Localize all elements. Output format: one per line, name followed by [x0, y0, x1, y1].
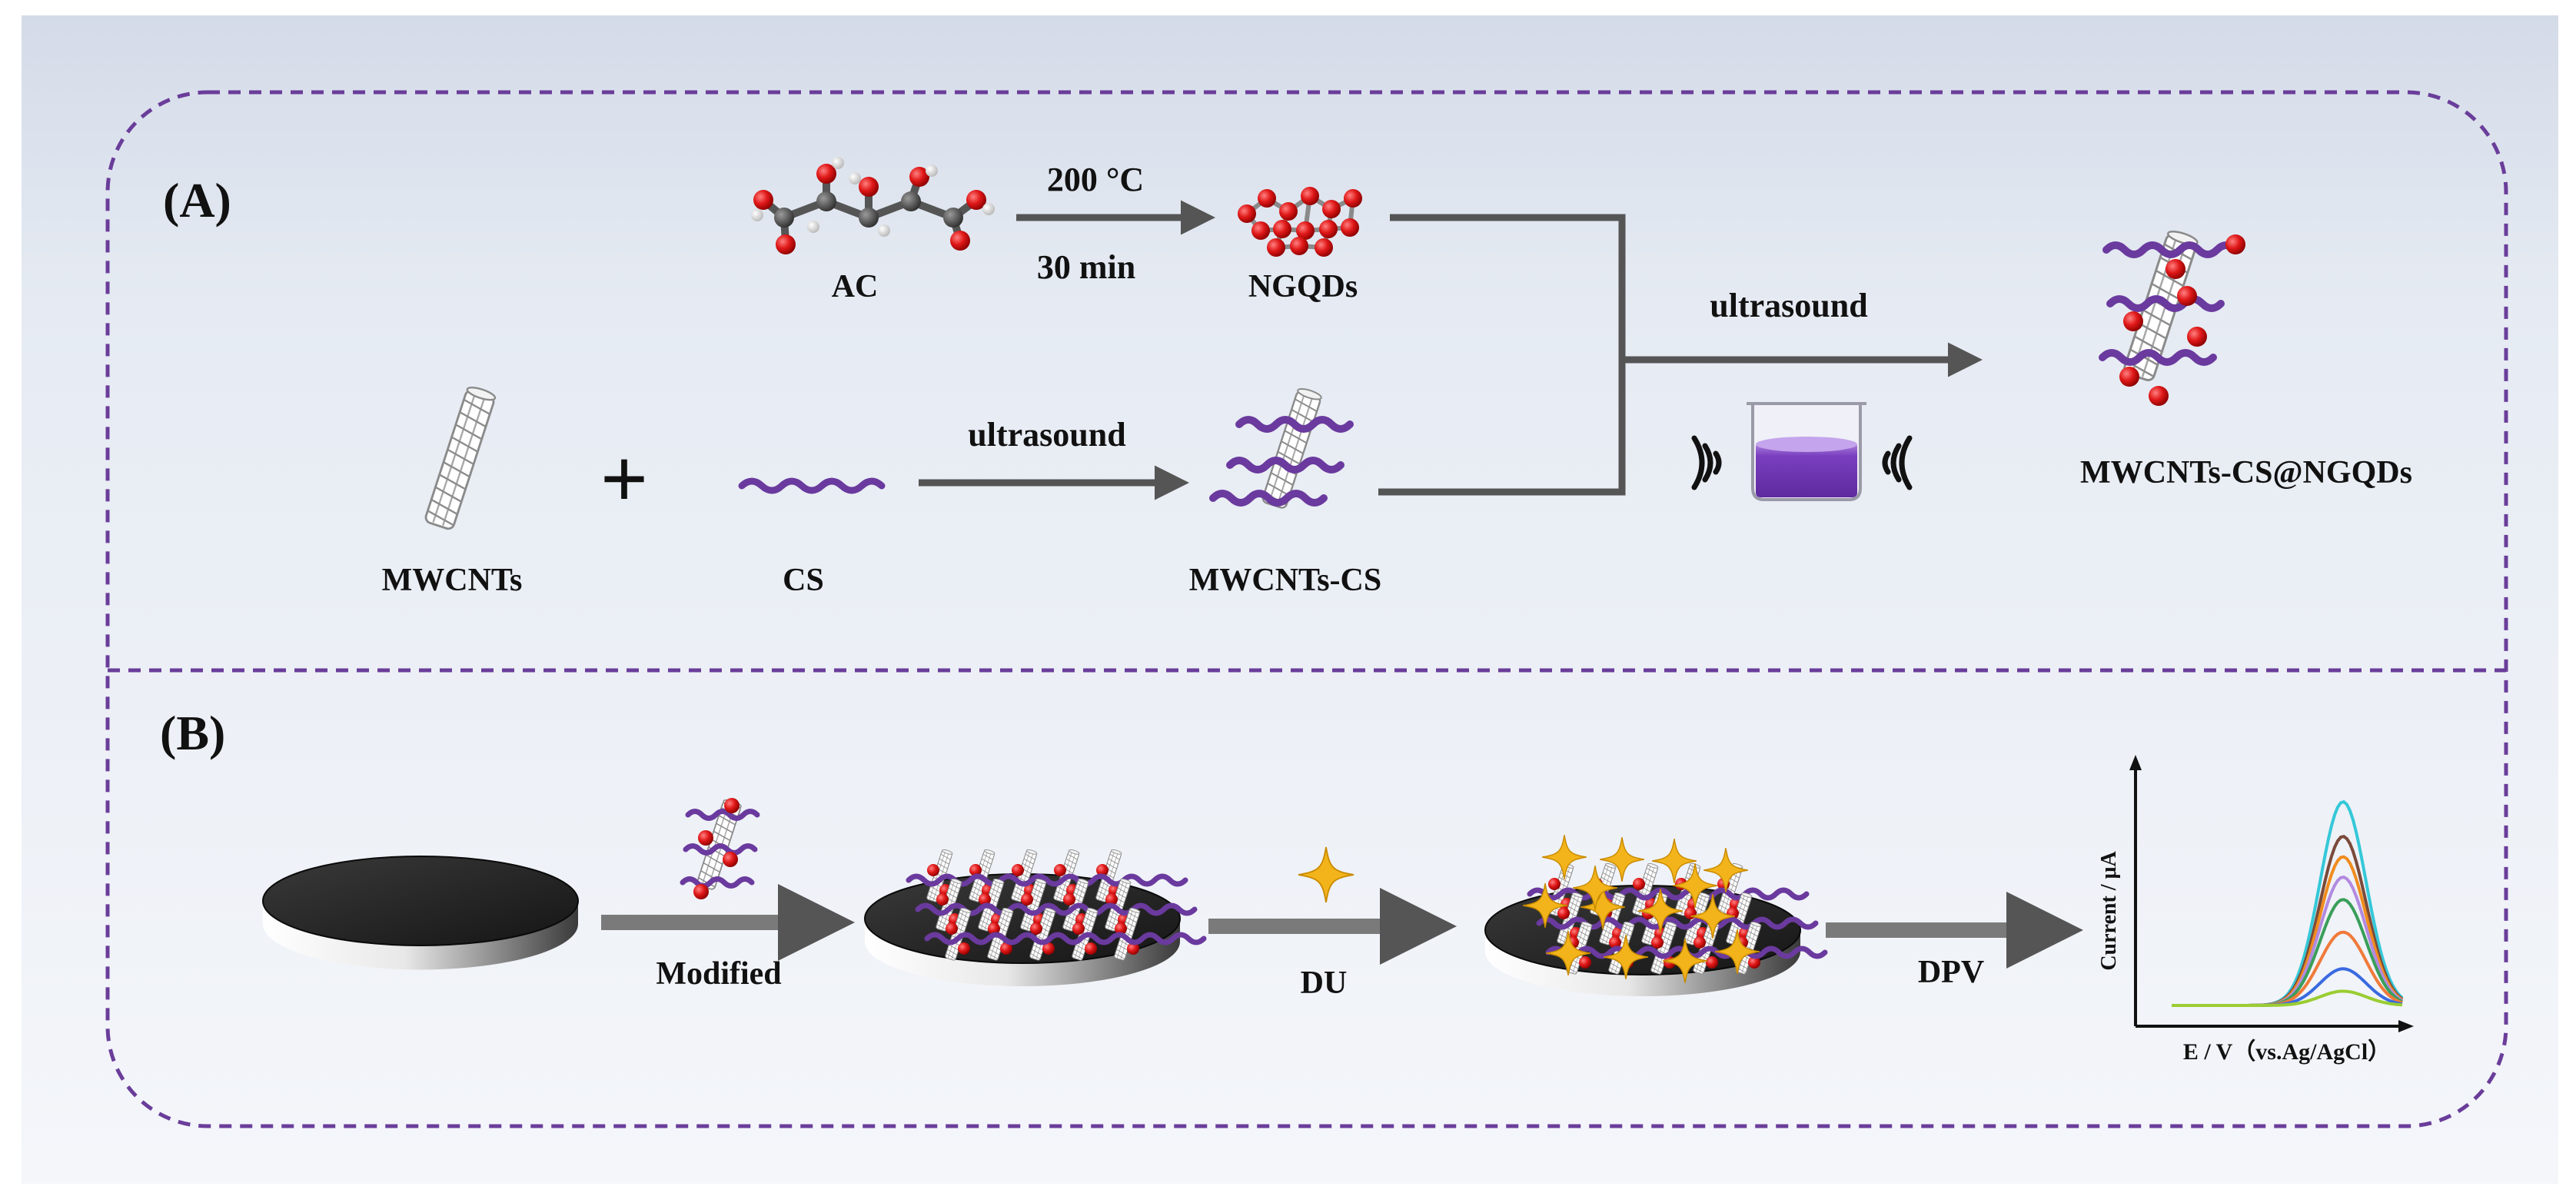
dpv-curve — [2172, 989, 2403, 1007]
du-label: DU — [1301, 965, 1348, 1001]
time-label: 30 min — [1037, 248, 1135, 286]
ngqds-label: NGQDs — [1248, 269, 1358, 304]
chitosan-chain-icon — [738, 477, 886, 494]
dpv-y-axis-arrowhead — [2129, 755, 2142, 770]
composite-small-icon — [680, 797, 760, 899]
product-label: MWCNTs-CS@NGQDs — [2080, 455, 2412, 490]
mwcnts-label: MWCNTs — [382, 563, 523, 598]
bare-electrode-icon — [262, 856, 579, 970]
mwcnts-cs-label: MWCNTs-CS — [1189, 563, 1381, 598]
ac-molecule-icon — [751, 157, 995, 254]
modified-electrode-icon — [864, 848, 1207, 986]
ac-label: AC — [832, 269, 879, 304]
ultrasonic-beaker-icon — [1747, 402, 1866, 501]
panel-a-label: (A) — [163, 173, 231, 228]
dashed-frame — [105, 90, 2508, 1128]
du-bound-electrode-icon — [1484, 834, 1828, 996]
sound-wave-left-icon — [1691, 435, 1722, 490]
figure-background — [22, 15, 2558, 1184]
merge-connector — [1378, 214, 1626, 496]
modified-label: Modified — [656, 956, 781, 992]
dpv-label: DPV — [1918, 955, 1984, 990]
panel-b-label: (B) — [160, 706, 225, 760]
dpv-x-axis-arrowhead — [2398, 1020, 2414, 1032]
cs-label: CS — [783, 563, 824, 598]
sound-wave-right-icon — [1882, 435, 1913, 490]
ngqds-icon — [1238, 187, 1362, 257]
mwcnts-cs-icon — [1209, 386, 1354, 510]
dpv-y-axis-label: Current / μA — [2097, 851, 2121, 971]
dpv-chart: Current / μA E / V（vs.Ag/AgCl） — [2097, 755, 2414, 1065]
temperature-label: 200 °C — [1047, 161, 1144, 198]
product-composite-icon — [2099, 228, 2245, 406]
ultrasound-label-1: ultrasound — [968, 416, 1125, 454]
dpv-x-axis-label: E / V（vs.Ag/AgCl） — [2183, 1039, 2391, 1065]
ultrasound-label-2: ultrasound — [1710, 287, 1867, 324]
plus-sign: + — [600, 432, 649, 526]
